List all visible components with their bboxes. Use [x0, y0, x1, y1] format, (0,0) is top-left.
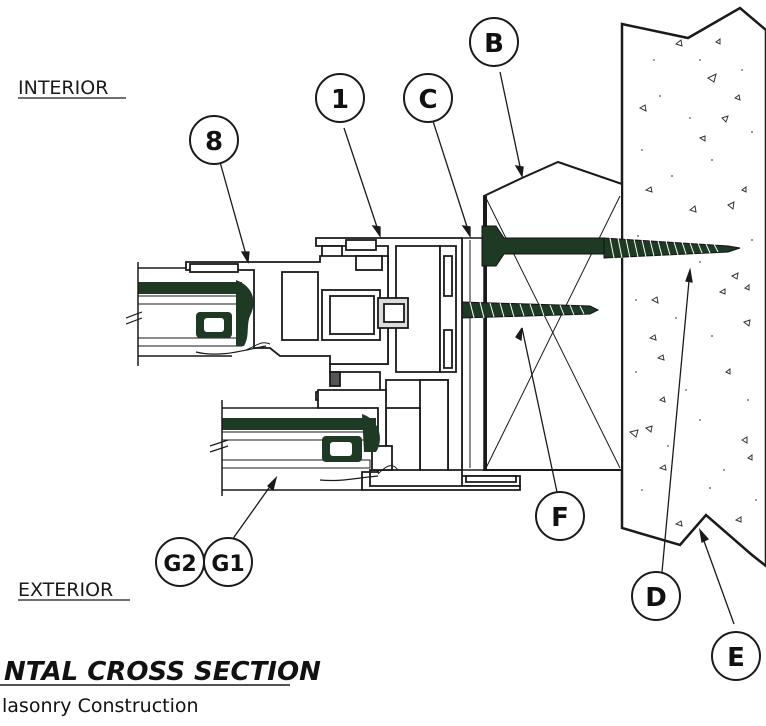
masonry-anchor-screw [481, 225, 741, 267]
callout-f-label: F [551, 503, 569, 533]
callout-1-label: 1 [331, 85, 349, 115]
window-frame-profile [315, 237, 521, 487]
callout-g2-label: G2 [163, 552, 196, 577]
callout-8: 8 [189, 115, 239, 165]
callout-f: F [535, 491, 585, 541]
callout-1: 1 [315, 73, 365, 123]
sash-profile [185, 255, 409, 387]
upper-glass-unit [125, 262, 271, 366]
callout-g1: G1 [203, 537, 253, 587]
callout-b-label: B [484, 29, 504, 59]
callout-c: C [403, 73, 453, 123]
lower-glass-unit [209, 400, 399, 496]
callout-e-label: E [727, 643, 745, 673]
exterior-label-group: EXTERIOR [18, 579, 130, 601]
masonry-wall [620, 6, 766, 568]
callout-b: B [469, 17, 519, 67]
drawing-subtitle: lasonry Construction [2, 695, 199, 717]
callout-8-label: 8 [205, 127, 223, 157]
shim-strip [461, 237, 485, 471]
exterior-label: EXTERIOR [18, 579, 113, 601]
drawing-title-group: NTAL CROSS SECTION lasonry Construction [0, 657, 321, 717]
interior-label: INTERIOR [18, 77, 108, 99]
callout-e: E [711, 631, 761, 681]
callout-d-label: D [645, 583, 667, 613]
callout-g1-label: G1 [211, 552, 244, 577]
interior-label-group: INTERIOR [18, 77, 126, 99]
leader-lines [219, 71, 735, 625]
callout-g2: G2 [155, 537, 205, 587]
callout-d: D [631, 571, 681, 621]
callout-c-label: C [418, 85, 437, 115]
drawing-title: NTAL CROSS SECTION [4, 657, 321, 687]
